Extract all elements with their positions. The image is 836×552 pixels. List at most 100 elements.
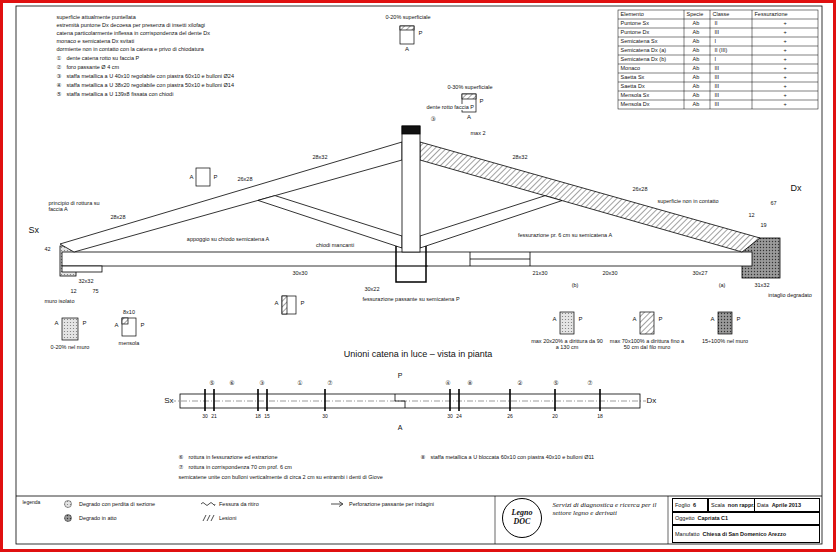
drawing-label: 26: [507, 414, 514, 420]
drawing-label: fessurazione passante su semicatena P: [362, 296, 460, 302]
legend-text: Lesioni: [219, 515, 236, 521]
plan-view: [170, 389, 650, 411]
drawing-label: intaglio degradato: [768, 292, 813, 298]
drawing-label: II (III): [714, 47, 728, 53]
drawing-label: fessurazione pr. 6 cm su semicatena A: [517, 232, 612, 238]
drawing-label: +: [783, 83, 787, 89]
title-cell: OggettoCapriata C1: [672, 512, 820, 525]
plan-view: [257, 389, 259, 411]
truss-elevation: [396, 246, 426, 282]
drawing-label: max 70x100% a dirittura fino a 50 cm dal…: [609, 338, 686, 350]
drawing-label: P: [300, 300, 305, 307]
truss-elevation: [420, 196, 562, 248]
legend-sample: [201, 503, 215, 506]
drawing-label: ①: [56, 55, 62, 61]
plan-view: [170, 401, 650, 402]
drawing-label: Ab: [692, 20, 700, 26]
drawing-label: max 20x20% a dirittura da 90 a 130 cm: [531, 338, 604, 350]
drawing-label: A: [466, 114, 471, 121]
drawing-label: 32x32: [78, 278, 94, 284]
drawing-label: Ab: [692, 83, 700, 89]
drawing-label: rottura in corrispondenza 70 cm prof. 6 …: [188, 464, 292, 470]
legend-item: Perforazione passante per indagini: [330, 500, 434, 508]
truss-elevation: [60, 142, 402, 252]
drawing-label: III: [714, 65, 720, 71]
drawing-label: 0-30% superficiale: [447, 84, 493, 90]
drawing-label: P: [418, 30, 423, 37]
title-cell: ManufattoChiesa di San Domenico Arezzo: [672, 525, 820, 543]
drawing-label: P: [736, 316, 741, 323]
drawing-frame: [16, 6, 822, 544]
drawing-label: +: [783, 29, 787, 35]
property-table: [684, 10, 685, 109]
legend-sample: [203, 515, 206, 521]
plan-view: [395, 394, 405, 408]
drawing-label: III: [714, 74, 720, 80]
drawing-label: ③: [259, 380, 265, 387]
drawing-label: chiodi mancanti: [315, 242, 354, 248]
drawing-label: 75: [92, 288, 99, 294]
drawing-label: +: [783, 56, 787, 62]
drawing-label: ⑦: [587, 380, 593, 387]
drawing-label: Mensola Sx: [620, 92, 650, 98]
cell-text: Aprile 2013: [772, 502, 801, 508]
drawing-label: Saetta Dx: [620, 83, 645, 89]
drawing-label: Dx: [646, 397, 657, 406]
drawing-label: Saetta Sx: [620, 74, 645, 80]
drawing-label: Fessurazione: [754, 11, 788, 17]
legend-sample: [211, 515, 214, 521]
drawing-label: staffa metallica a U 139x8 fissata con c…: [66, 91, 174, 97]
drawing-label: 28x32: [312, 154, 328, 160]
drawing-label: 12: [70, 288, 77, 294]
drawing-label: 31x32: [754, 282, 770, 288]
drawing-label: Elemento: [620, 11, 644, 17]
drawing-label: dormiente non in contatto con la catena …: [56, 46, 204, 52]
truss-elevation: [62, 266, 102, 272]
drawing-label: max 2: [470, 130, 486, 136]
drawing-label: 15: [264, 414, 271, 420]
section-symbol: [400, 26, 414, 44]
legend-sample: [60, 500, 76, 508]
cell-text: Scala: [711, 502, 725, 508]
drawing-label: Ab: [692, 65, 700, 71]
drawing-label: +: [783, 74, 787, 80]
legend-text: Fessura da ritiro: [219, 501, 259, 507]
legend-text: Degrado in atto: [79, 515, 117, 521]
drawing-frame: [495, 496, 496, 544]
drawing-label: 67: [770, 200, 777, 206]
cell-text: Legno DOC: [505, 509, 539, 527]
legend-text: Perforazione passante per indagini: [349, 501, 434, 507]
plan-view: [599, 389, 601, 411]
drawing-label: Ab: [692, 74, 700, 80]
legend-sample: [330, 500, 346, 508]
drawing-label: 42: [44, 246, 51, 252]
drawing-label: rottura in fessurazione ed estrazione: [188, 454, 278, 460]
drawing-label: ②: [56, 64, 62, 70]
drawing-label: A: [189, 174, 194, 181]
drawing-label: +: [783, 38, 787, 44]
cell-text: Capriata C1: [698, 515, 729, 521]
section-symbol: [282, 296, 296, 314]
drawing-label: mensola: [118, 340, 140, 346]
plan-view: [449, 389, 451, 411]
drawing-label: ⑤: [553, 380, 559, 387]
drawing-label: 30x27: [692, 270, 708, 276]
drawing-label: I: [714, 56, 717, 62]
truss-elevation: [395, 266, 428, 267]
drawing-label: III: [714, 29, 720, 35]
drawing-label: Sx: [28, 226, 40, 236]
drawing-label: +: [783, 65, 787, 71]
drawing-label: +: [783, 47, 787, 53]
drawing-label: ⑤: [56, 91, 62, 97]
drawing-label: 30: [447, 414, 454, 420]
legend-sample: [65, 501, 72, 508]
property-table: [710, 10, 711, 109]
section-symbol: [122, 318, 128, 324]
drawing-label: superficie attualmente puntellata: [56, 14, 136, 20]
drawing-label: 20: [552, 414, 559, 420]
drawing-label: III: [714, 92, 720, 98]
drawing-label: 30x30: [292, 270, 308, 276]
legend-sample: [65, 515, 72, 522]
drawing-label: 30: [322, 414, 329, 420]
